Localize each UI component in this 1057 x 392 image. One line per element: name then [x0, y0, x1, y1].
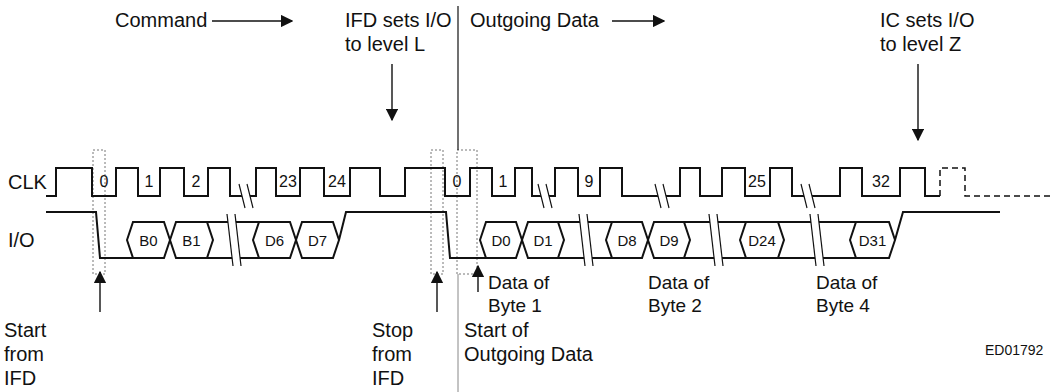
leader-arrow — [391, 64, 392, 120]
break-stroke — [247, 184, 253, 208]
break-stroke — [587, 214, 593, 266]
break-stroke — [239, 184, 245, 208]
break-stroke — [655, 184, 661, 208]
bus-data-cell: B1 — [170, 222, 213, 258]
hexagon-cell — [522, 222, 564, 258]
hexagon-cell — [253, 222, 296, 258]
annotation: Start of Outgoing Data — [464, 318, 604, 366]
leader-arrow — [477, 266, 478, 292]
break-stroke — [709, 214, 715, 266]
annotation: Start from IFD — [4, 318, 78, 390]
annotation: Data of Byte 1 — [488, 272, 574, 318]
break-gap — [239, 184, 253, 208]
hexagon-cell — [296, 222, 339, 258]
hexagon-cell — [127, 222, 170, 258]
break-stroke — [801, 184, 807, 208]
hexagon-cell — [480, 222, 522, 258]
annotation: Data of Byte 2 — [648, 272, 734, 318]
io-waveform — [46, 212, 133, 258]
clock-count: 0 — [100, 172, 109, 191]
break-stroke — [546, 184, 552, 208]
bus-data-cell: D7 — [296, 222, 339, 258]
bus-data-cell: D0 — [480, 222, 522, 258]
bit-label: D1 — [533, 232, 552, 249]
clock-continuation — [940, 168, 1050, 196]
bus-data-cell: D1 — [522, 222, 564, 258]
break-mark — [538, 184, 552, 208]
bus-data-cell: D9 — [648, 222, 690, 258]
hexagon-cell — [850, 222, 895, 258]
bit-label: D7 — [308, 232, 327, 249]
divider-line — [458, 274, 459, 392]
break-stroke — [818, 214, 824, 266]
clock-count: 23 — [279, 172, 297, 191]
break-stroke — [810, 214, 816, 266]
bit-label: D9 — [659, 232, 678, 249]
io-waveform — [339, 212, 486, 258]
leader-arrow — [917, 64, 918, 140]
hexagon-cell — [170, 222, 213, 258]
divider-line — [457, 6, 458, 150]
bit-label: B1 — [182, 232, 200, 249]
annotation: Command — [115, 8, 207, 32]
leader-arrow — [212, 20, 292, 21]
clock-count: 1 — [145, 172, 154, 191]
break-mark — [239, 184, 253, 208]
annotation: Outgoing Data — [470, 8, 599, 32]
bus-data-cell: D6 — [253, 222, 296, 258]
hexagon-cell — [648, 222, 690, 258]
break-gap — [801, 184, 815, 208]
clock-count: 1 — [499, 172, 508, 191]
bit-label: D8 — [617, 232, 636, 249]
break-gap — [709, 214, 723, 266]
leader-arrow — [612, 20, 664, 21]
break-mark — [801, 184, 815, 208]
break-stroke — [809, 184, 815, 208]
bus-data-cell: D31 — [850, 222, 895, 258]
break-gap — [655, 184, 669, 208]
leader-arrow — [99, 272, 100, 312]
annotation: IC sets I/O to level Z — [880, 8, 990, 56]
clock-count: 24 — [328, 172, 346, 191]
break-stroke — [227, 214, 233, 266]
signal-name: I/O — [8, 228, 35, 252]
break-gap — [579, 214, 593, 266]
bus-data-cell: D24 — [740, 222, 784, 258]
bit-label: B0 — [139, 232, 157, 249]
break-mark — [709, 214, 723, 266]
break-stroke — [579, 214, 585, 266]
break-mark — [810, 214, 824, 266]
break-mark — [655, 184, 669, 208]
break-mark — [579, 214, 593, 266]
hexagon-cell — [740, 222, 784, 258]
annotation: Data of Byte 4 — [816, 272, 902, 318]
annotation: IFD sets I/O to level L — [345, 8, 463, 56]
clock-count: 9 — [585, 172, 594, 191]
bus-data-cell: D8 — [606, 222, 648, 258]
bit-label: D6 — [265, 232, 284, 249]
bit-label: D0 — [491, 232, 510, 249]
break-gap — [810, 214, 824, 266]
clock-count: 32 — [872, 172, 890, 191]
break-gap — [227, 214, 241, 266]
clock-count: 25 — [748, 172, 766, 191]
break-gap — [538, 184, 552, 208]
io-waveform — [895, 212, 1000, 240]
break-stroke — [717, 214, 723, 266]
leader-arrow — [436, 272, 437, 312]
break-mark — [227, 214, 241, 266]
break-stroke — [663, 184, 669, 208]
signal-name: CLK — [8, 170, 47, 194]
annotation: Stop from IFD — [372, 318, 446, 390]
figure-code: ED01792 — [985, 342, 1043, 359]
bit-label: D31 — [859, 232, 887, 249]
break-stroke — [235, 214, 241, 266]
clock-count: 0 — [453, 172, 462, 191]
bus-data-cell: B0 — [127, 222, 170, 258]
hexagon-cell — [606, 222, 648, 258]
break-stroke — [538, 184, 544, 208]
bit-label: D24 — [748, 232, 776, 249]
clock-count: 2 — [192, 172, 201, 191]
